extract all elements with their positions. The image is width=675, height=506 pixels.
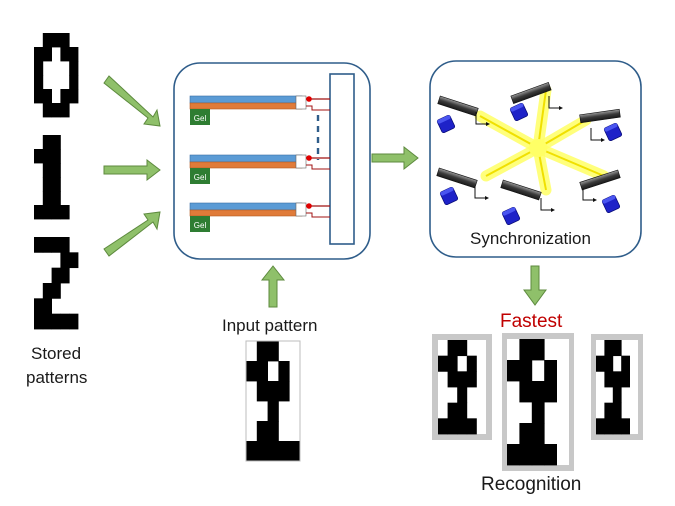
gel-cantilever-unit-2: Gel <box>189 154 330 184</box>
synchronization-label: Synchronization <box>470 229 591 248</box>
fastest-label: Fastest <box>500 311 563 332</box>
arrow-stored-to-device-middle <box>103 158 161 182</box>
input-pattern-image <box>245 340 301 462</box>
stored-patterns-label-line1: Stored <box>31 344 82 363</box>
svg-text:Gel: Gel <box>194 173 207 182</box>
stored-patterns-label-line2: patterns <box>26 368 88 387</box>
recognition-result-left <box>432 334 492 440</box>
stored-pattern-digit-0 <box>34 33 79 118</box>
svg-text:Gel: Gel <box>194 114 207 123</box>
synchronization-star <box>474 84 610 196</box>
input-pattern-label: Input pattern <box>222 316 318 335</box>
recognition-label: Recognition <box>481 474 582 495</box>
arrow-input-to-device <box>260 265 286 308</box>
gel-cantilever-unit-1: Gel <box>189 95 330 125</box>
svg-text:Gel: Gel <box>194 221 207 230</box>
stored-pattern-digit-1 <box>34 135 78 220</box>
arrow-stored-to-device-bottom <box>103 211 161 257</box>
stored-pattern-digit-2 <box>34 237 79 330</box>
recognition-result-fastest <box>502 333 574 471</box>
recognition-result-right <box>591 334 643 440</box>
arrow-synchronization-to-recognition <box>523 265 547 306</box>
arrow-stored-to-device-top <box>103 75 161 127</box>
arrow-device-to-synchronization <box>371 145 419 171</box>
oscillator-network <box>436 82 623 226</box>
gel-cantilever-unit-3: Gel <box>189 202 330 232</box>
